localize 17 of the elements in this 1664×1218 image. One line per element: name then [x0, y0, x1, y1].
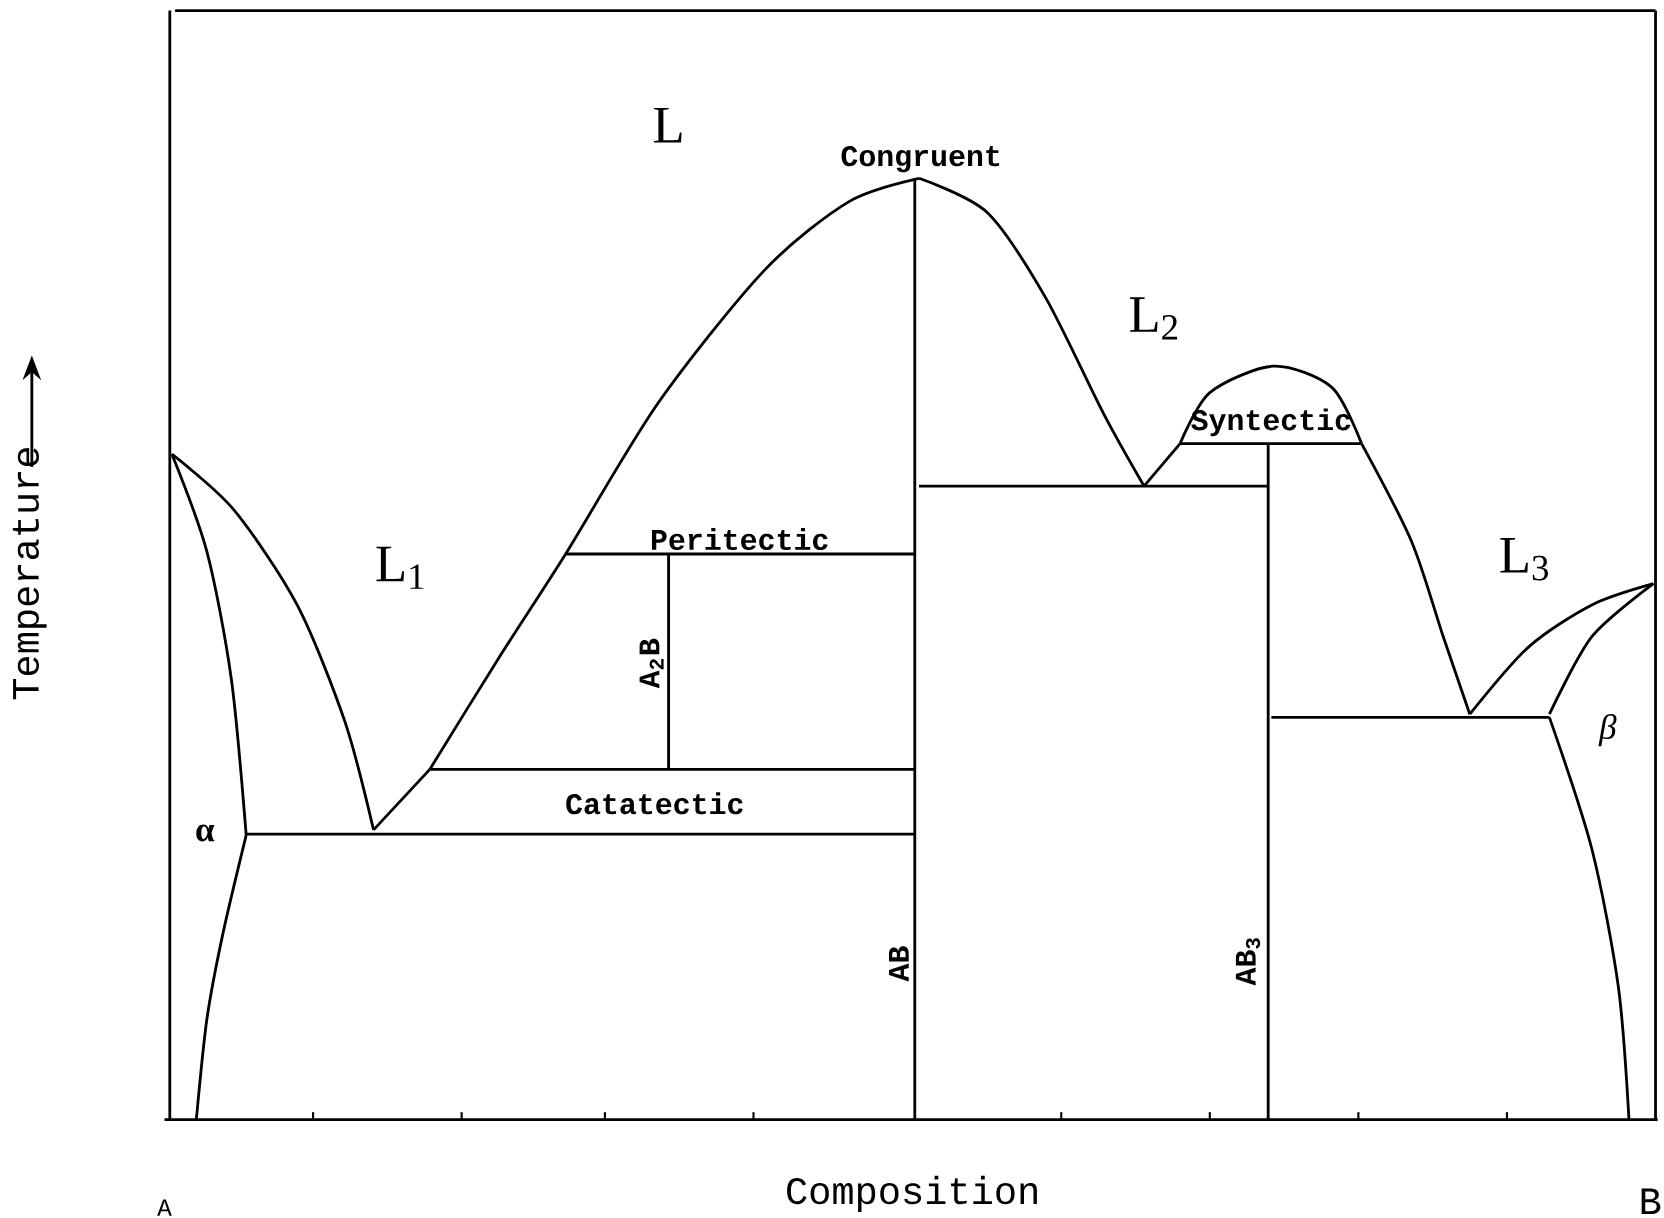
- phase-label: Syntectic: [1191, 408, 1351, 437]
- phase-label: Congruent: [841, 145, 1000, 173]
- phase-label: L$_{2}$: [1129, 297, 1178, 340]
- phase-label: Peritectic: [651, 528, 828, 550]
- phase-label: AB$_{3}$: [1235, 938, 1261, 986]
- phase-label: α: [196, 824, 215, 842]
- phase-label: B: [1641, 1188, 1661, 1214]
- phase-label: Composition: [787, 1175, 1037, 1212]
- phase-label: L$_{3}$: [1500, 537, 1548, 581]
- phase-label: L: [654, 107, 682, 143]
- phase-label: L$_{1}$: [376, 546, 424, 589]
- phase-label: A$_{2}$B: [639, 638, 664, 689]
- phase-label: Catatectic: [566, 792, 743, 815]
- phase-label: Temperature: [12, 447, 47, 700]
- phase-label: AB: [889, 946, 909, 982]
- phase-label: A: [157, 1199, 172, 1216]
- phase-label: β: [1598, 713, 1617, 747]
